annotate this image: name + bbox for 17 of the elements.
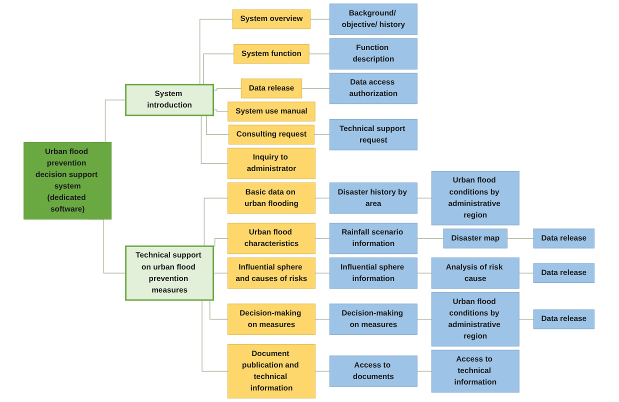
- connector: [315, 238, 330, 239]
- connector: [213, 110, 229, 112]
- connector: [302, 88, 330, 89]
- connector: [417, 272, 432, 274]
- connector: [310, 18, 330, 20]
- connector: [417, 318, 432, 320]
- connector: [507, 238, 534, 239]
- connector: [213, 88, 242, 90]
- connector: [519, 318, 534, 320]
- connector: [314, 134, 330, 135]
- connector: [417, 238, 444, 239]
- connector: [315, 318, 330, 320]
- connector: [315, 272, 330, 274]
- connector: [213, 272, 229, 274]
- connector: [315, 370, 330, 372]
- connector: [519, 272, 534, 274]
- connector: [417, 370, 432, 372]
